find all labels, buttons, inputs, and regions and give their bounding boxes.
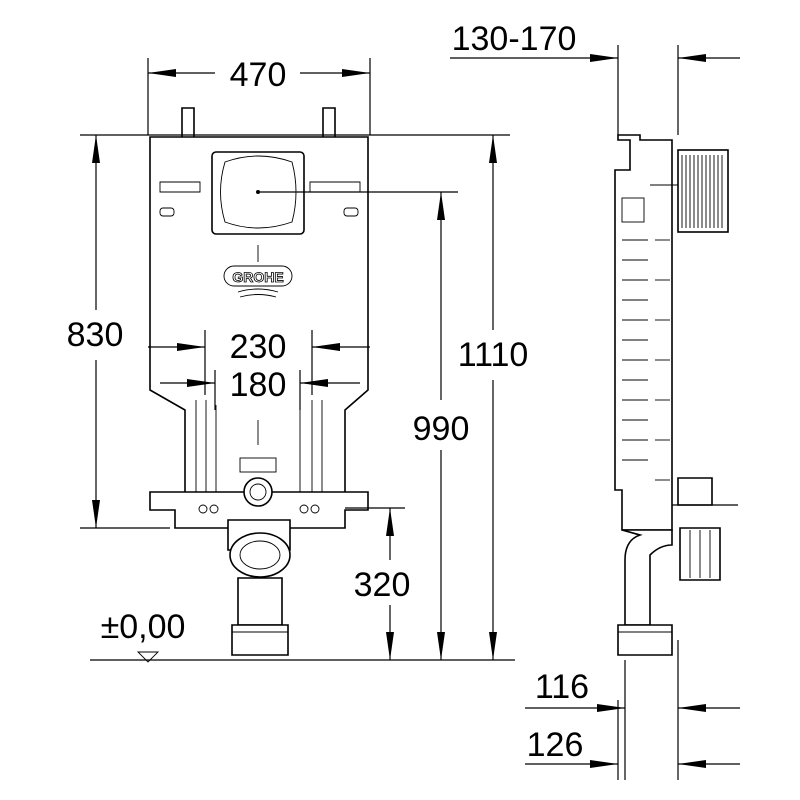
floor-level-label: ±0,00: [101, 608, 186, 646]
side-drain-pipe: [621, 529, 673, 626]
logo-badge: [223, 265, 293, 287]
protective-cover: [677, 149, 729, 233]
frame-width-label: 470: [230, 56, 287, 94]
frame-height-label: 830: [67, 316, 124, 354]
cistern-ribs: [622, 239, 670, 481]
depth-min-label: 116: [535, 668, 589, 706]
spacing-outer-label: 230: [230, 328, 287, 366]
warning-label: [239, 457, 277, 473]
floor-level-marker: [136, 651, 160, 663]
left-slot: [159, 207, 175, 217]
drain-pipe-end: [231, 624, 289, 656]
bottom-crossbar: [149, 491, 369, 529]
cistern-side-body: [614, 134, 673, 531]
actuation-plate-inner: [220, 155, 297, 229]
dimension-lines: [80, 58, 515, 663]
center-height-label: 990: [413, 410, 470, 448]
drain-elbow: [229, 532, 291, 578]
drain-height-label: 320: [354, 566, 411, 604]
total-height-label: 1110: [458, 336, 529, 374]
left-bracket-tab: [159, 181, 201, 193]
depth-max-label: 126: [527, 726, 584, 764]
side-drain-pipe-end: [617, 624, 673, 656]
side-view: [450, 45, 740, 780]
side-inspection-opening: [621, 197, 645, 223]
drain-pipe: [237, 577, 283, 626]
brand-logo: GROHE: [223, 245, 293, 298]
front-view: GROHE: [149, 107, 369, 656]
right-mounting-hook: [322, 107, 336, 139]
left-mounting-hook: [181, 107, 195, 139]
logo-text: GROHE: [232, 269, 283, 285]
depth-range-label: 130-170: [452, 20, 577, 58]
spacing-inner-label: 180: [230, 366, 287, 404]
right-slot: [343, 207, 359, 217]
water-inlet: [243, 477, 273, 507]
side-connector: [677, 477, 713, 506]
